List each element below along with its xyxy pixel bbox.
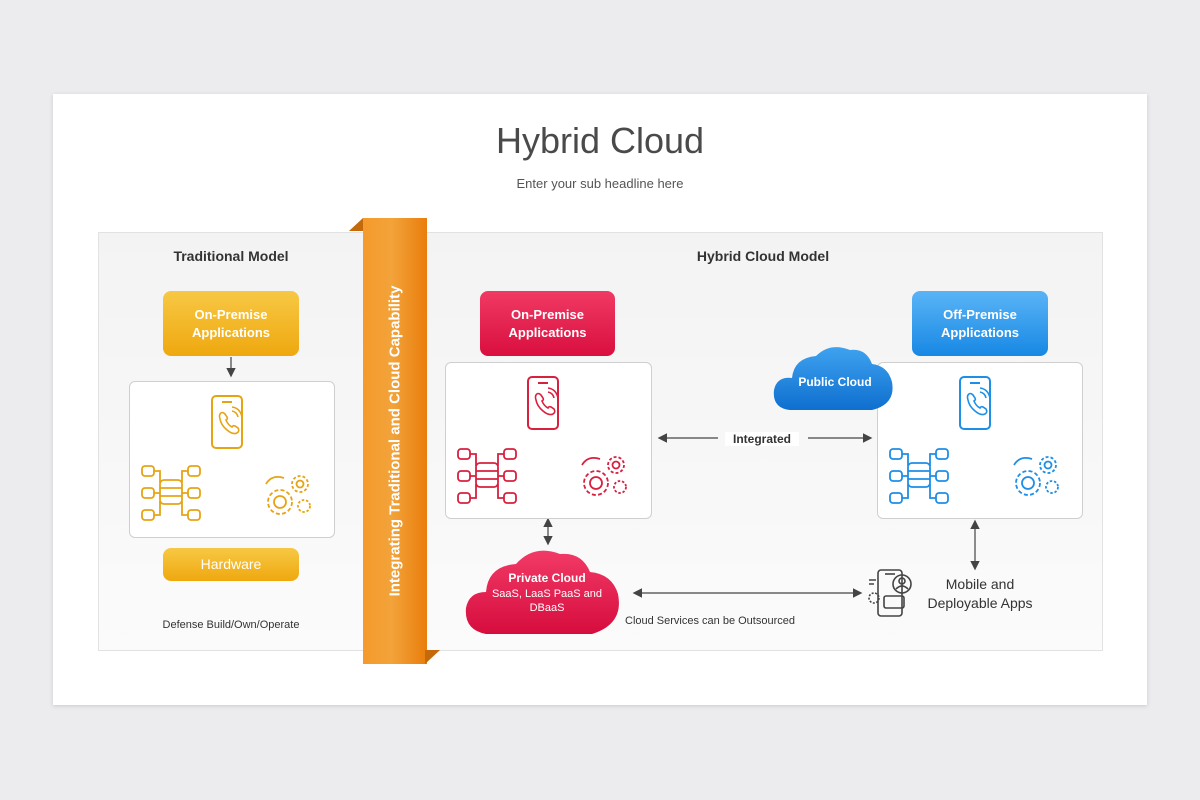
smartphone-call-icon <box>527 376 559 430</box>
integration-banner-text: Integrating Traditional and Cloud Capabi… <box>386 285 404 597</box>
smartphone-call-icon <box>959 376 991 430</box>
private-cloud-title: Private Cloud <box>508 571 586 585</box>
database-network-icon <box>457 448 517 504</box>
integrated-label: Integrated <box>725 432 800 446</box>
mobile-app-icon <box>868 569 912 617</box>
database-network-icon <box>889 448 949 504</box>
banner-fold-top <box>349 218 363 231</box>
private-cloud-icon <box>465 550 619 634</box>
public-cloud-label: Public Cloud <box>798 375 872 389</box>
private-cloud-body: SaaS, LaaS PaaS and DBaaS <box>491 588 603 615</box>
database-network-icon <box>141 465 201 521</box>
onprem-app-box <box>445 362 652 519</box>
gears-icon <box>265 475 311 515</box>
smartphone-call-icon <box>211 395 243 449</box>
traditional-apps-box: On-Premise Applications <box>163 291 299 356</box>
mobile-apps-label: Mobile and Deployable Apps <box>927 576 1033 611</box>
hardware-box: Hardware <box>163 548 299 581</box>
page-title: Hybrid Cloud <box>495 120 705 161</box>
hybrid-model-heading: Hybrid Cloud Model <box>696 248 830 264</box>
traditional-app-box <box>129 381 335 538</box>
gears-icon <box>581 456 627 496</box>
offprem-app-box <box>877 362 1083 519</box>
gears-icon <box>1013 456 1059 496</box>
banner-fold-bottom <box>425 650 440 664</box>
traditional-caption: Defense Build/Own/Operate <box>162 619 300 631</box>
outsourced-caption: Cloud Services can be Outsourced <box>625 615 795 627</box>
offprem-apps-box: Off-Premise Applications <box>912 291 1048 356</box>
onprem-apps-box: On-Premise Applications <box>480 291 615 356</box>
integration-banner: Integrating Traditional and Cloud Capabi… <box>363 218 427 664</box>
page-subtitle: Enter your sub headline here <box>516 176 684 191</box>
traditional-model-heading: Traditional Model <box>173 248 289 264</box>
public-cloud-icon <box>773 347 893 410</box>
